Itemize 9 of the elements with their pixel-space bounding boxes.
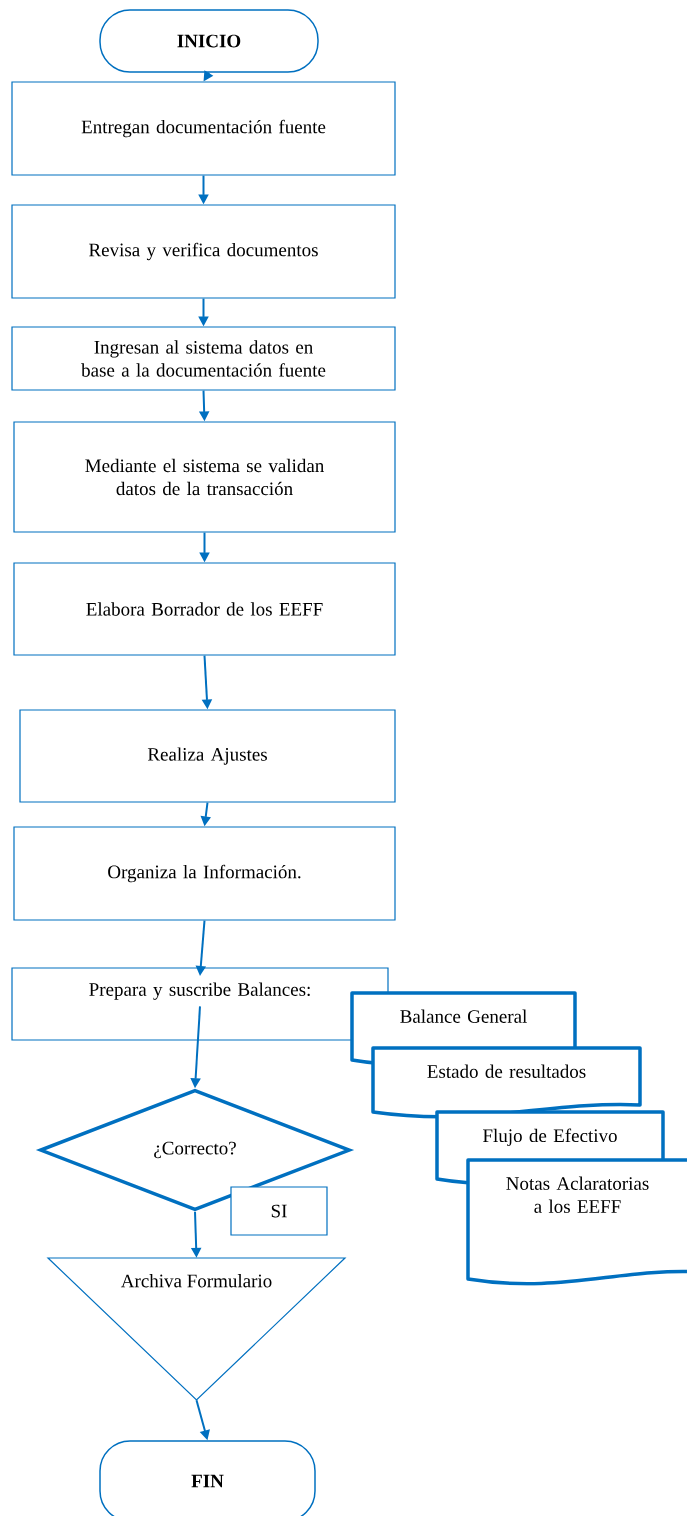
process-box: Prepara y suscribe Balances: [11,967,389,1041]
process-box: Realiza Ajustes [19,709,396,803]
process-box: Elabora Borrador de los EEFF [13,562,396,656]
process-box: Mediante el sistema se validan datos de la transacción [13,421,396,533]
process-box: SI [230,1186,328,1236]
process-box: Ingresan al sistema datos en base a la documentación fuente [11,326,396,391]
process-box: Revisa y verifica documentos [11,204,396,299]
process-box: Entregan documentación fuente [11,81,396,176]
process-box: Organiza la Información. [13,826,396,921]
